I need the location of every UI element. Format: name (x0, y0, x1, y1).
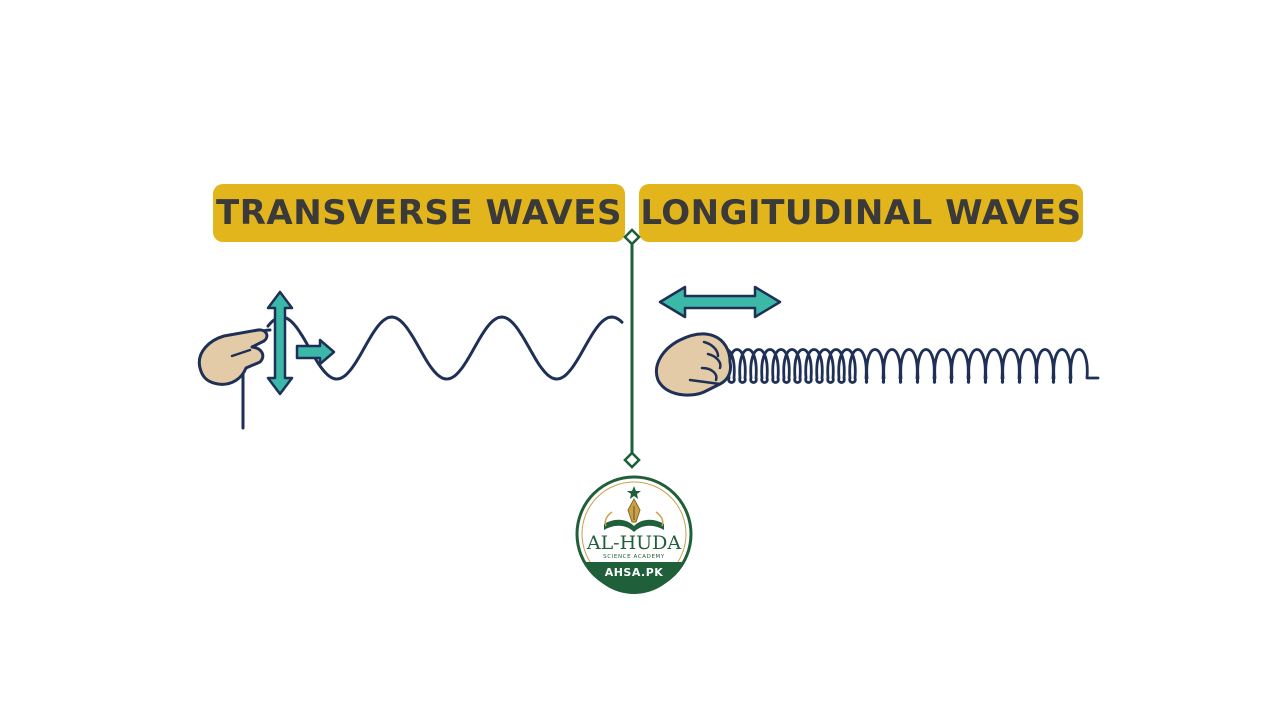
hand-icon (197, 328, 269, 386)
transverse-waves-heading: TRANSVERSE WAVES (213, 184, 625, 242)
hand-icon (655, 332, 732, 397)
al-huda-logo: AL-HUDA SCIENCE ACADEMY AHSA.PK (575, 475, 693, 595)
center-divider (623, 228, 641, 469)
star-icon (627, 486, 641, 499)
logo-site: AHSA.PK (605, 566, 664, 579)
transverse-wave (266, 315, 624, 381)
horizontal-double-arrow-icon (658, 285, 782, 319)
spring-coil (716, 348, 1100, 384)
book-pen-icon (604, 497, 664, 532)
longitudinal-waves-heading: LONGITUDINAL WAVES (639, 184, 1083, 242)
logo-subtitle: SCIENCE ACADEMY (603, 554, 665, 560)
spring-coil-path (716, 348, 1100, 384)
right-arrow-icon (295, 338, 336, 366)
vertical-double-arrow-icon (266, 290, 294, 396)
logo-name: AL-HUDA (586, 532, 682, 554)
